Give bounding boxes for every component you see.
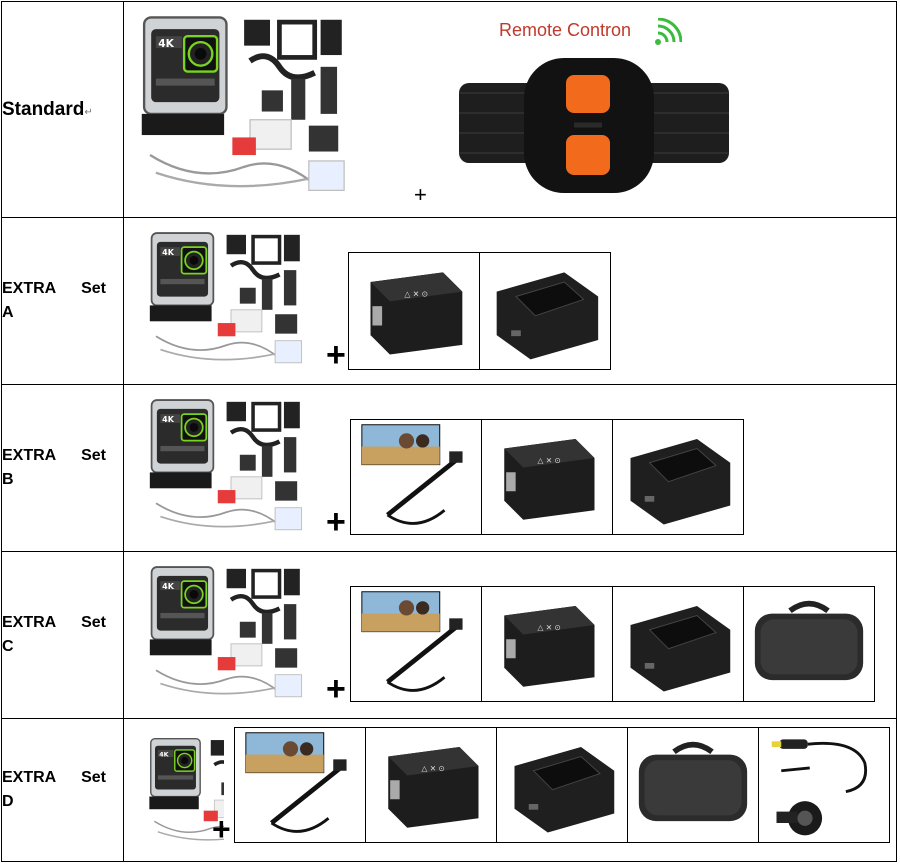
row-set-c: EXTRA Set C + <box>1 551 897 719</box>
label-letter: A <box>2 304 14 321</box>
remote-title: Remote Contron <box>499 20 632 40</box>
label-extra: EXTRA <box>2 447 57 464</box>
label-text: Standard <box>2 98 85 120</box>
label-set: Set <box>81 280 106 297</box>
camera-kit-image <box>141 733 224 853</box>
row-content: + <box>123 384 897 552</box>
row-content: + <box>123 217 897 385</box>
camera-kit-image <box>136 560 326 710</box>
label-letter: B <box>2 471 14 488</box>
accessory-strip <box>348 252 611 370</box>
car-charger-icon <box>759 728 889 842</box>
camera-kit-image <box>130 8 370 208</box>
row-label: EXTRA Set D <box>1 718 124 862</box>
battery-icon <box>482 420 613 534</box>
label-extra: EXTRA <box>2 614 57 631</box>
row-set-b: EXTRA Set B + <box>1 384 897 552</box>
charger-icon <box>613 420 743 534</box>
camera-kit-image <box>136 393 326 543</box>
row-standard: Standard↵ + Remote Contron <box>1 1 897 218</box>
signal-icon <box>655 18 682 45</box>
label-extra: EXTRA <box>2 280 57 297</box>
row-label: EXTRA Set A <box>1 217 124 385</box>
row-content: + <box>123 551 897 719</box>
plus-sign: + <box>326 670 346 708</box>
charger-icon <box>497 728 628 842</box>
carry-case-icon <box>628 728 759 842</box>
plus-sign: + <box>212 811 231 847</box>
selfie-stick-icon <box>235 728 366 842</box>
plus-sign: + <box>414 182 427 207</box>
battery-icon <box>366 728 497 842</box>
row-label: Standard↵ <box>1 1 124 218</box>
remote-control-image: Remote Contron <box>454 8 754 208</box>
charger-icon <box>613 587 744 701</box>
row-set-a: EXTRA Set A + <box>1 217 897 385</box>
selfie-stick-icon <box>351 420 482 534</box>
plus-sign: + <box>326 336 346 374</box>
label-letter: D <box>2 793 14 810</box>
selfie-stick-icon <box>351 587 482 701</box>
battery-icon <box>349 253 480 369</box>
plus-sign: + <box>326 503 346 541</box>
accessory-strip <box>234 727 890 843</box>
accessory-strip <box>350 586 875 702</box>
row-label: EXTRA Set C <box>1 551 124 719</box>
carry-case-icon <box>744 587 874 701</box>
label-set: Set <box>81 614 106 631</box>
label-set: Set <box>81 769 106 786</box>
row-content: + Remote Contron <box>123 1 897 218</box>
accessory-strip <box>350 419 744 535</box>
remote-icon <box>459 58 729 193</box>
row-label: EXTRA Set B <box>1 384 124 552</box>
label-set: Set <box>81 447 106 464</box>
camera-kit-image <box>136 226 326 376</box>
row-set-d: EXTRA Set D + <box>1 718 897 862</box>
battery-icon <box>482 587 613 701</box>
row-content: + <box>123 718 897 862</box>
label-letter: C <box>2 638 14 655</box>
charger-icon <box>480 253 610 369</box>
label-extra: EXTRA <box>2 769 57 786</box>
